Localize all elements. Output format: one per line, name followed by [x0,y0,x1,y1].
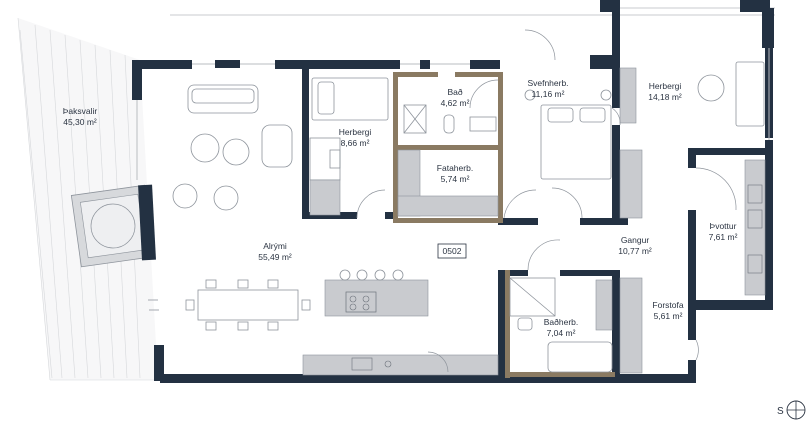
exterior-walls [132,0,774,383]
room-label-fataherb: Fataherb. 5,74 m² [437,163,473,184]
room-label-gangur: Gangur 10,77 m² [618,235,652,256]
room-name: Gangur [621,235,650,245]
roof-edge [170,7,775,16]
room-label-herbergi-2: Herbergi 14,18 m² [648,81,682,102]
room-area: 45,30 m² [63,117,97,127]
room-label-thvottur: Þvottur 7,61 m² [709,221,738,242]
bath-fixtures [403,104,497,134]
compass-label: S [777,406,784,417]
sofa [187,84,259,114]
bed-herbergi [311,77,389,121]
unit-id: 0502 [443,246,462,256]
room-name: Þaksvalir [63,106,98,116]
unit-id-badge: 0502 [437,243,467,259]
armchair [261,124,293,168]
kitchen-counter [302,354,499,376]
laundry-fixtures [744,159,766,296]
room-area: 11,16 m² [532,89,565,99]
room-label-svefnherb: Svefnherb. 11,16 m² [527,78,568,99]
room-label-alrymi: Alrými 55,49 m² [258,241,292,262]
dining-table [185,279,311,331]
desk [309,137,341,181]
room-label-bad: Bað 4,62 m² [441,87,470,108]
room-label-forstofa: Forstofa 5,61 m² [652,300,683,321]
terrace-steps [148,299,159,311]
doors [356,29,737,373]
bathroom-fixtures [509,277,613,373]
room-name: Herbergi [339,127,372,137]
coffee-tables [190,133,250,166]
room-name: Forstofa [652,300,683,310]
room-name: Þvottur [710,221,737,231]
room-name: Herbergi [649,81,682,91]
bed-herbergi-2 [619,61,765,127]
room-label-thaksvalir: Þaksvalir 45,30 m² [63,106,98,127]
room-area: 7,04 m² [547,328,576,338]
kitchen-island [324,269,429,317]
hallway-closets [619,149,643,374]
room-area: 5,74 m² [441,174,470,184]
wood-walls [393,72,615,378]
compass-icon: S [777,400,806,420]
room-label-herbergi-1: Herbergi 8,66 m² [339,127,372,148]
room-name: Svefnherb. [527,78,568,88]
room-area: 8,66 m² [341,138,370,148]
hot-tub [70,184,156,268]
room-area: 55,49 m² [258,252,292,262]
room-label-badherb: Baðherb. 7,04 m² [544,317,579,338]
room-name: Alrými [263,241,287,251]
lounge-chairs [172,183,239,211]
interior-walls [302,68,768,380]
room-area: 10,77 m² [618,246,652,256]
room-area: 14,18 m² [648,92,682,102]
windows [136,48,770,180]
wardrobe-herbergi [309,179,341,216]
room-area: 5,61 m² [654,311,683,321]
room-name: Baðherb. [544,317,579,327]
bed-svefnherb [524,89,612,180]
room-area: 4,62 m² [441,98,470,108]
room-name: Fataherb. [437,163,473,173]
walk-in-closet [397,149,499,217]
room-name: Bað [447,87,462,97]
room-area: 7,61 m² [709,232,738,242]
